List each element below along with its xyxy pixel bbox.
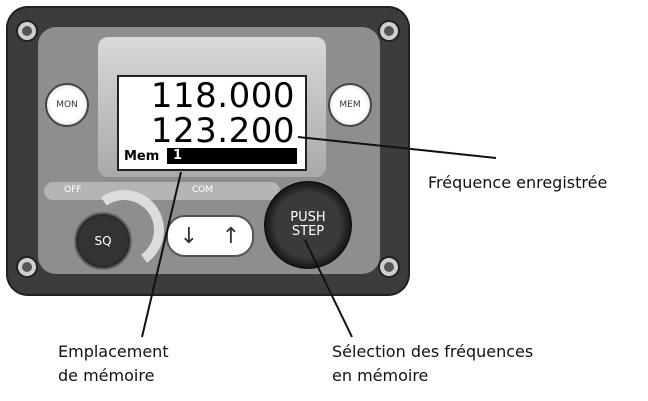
callout-frequency-selection: Sélection des fréquences en mémoire: [332, 342, 534, 385]
mon-button[interactable]: MON: [45, 83, 89, 127]
corner-screw-icon: [16, 20, 38, 42]
memory-label: Mem: [124, 149, 160, 164]
callout-line-frequency: [297, 136, 497, 159]
callout-line-frequency-selection: [304, 239, 353, 338]
mem-button[interactable]: MEM: [328, 83, 372, 127]
arrow-up-icon[interactable]: ↑: [221, 223, 241, 249]
mode-label-band: [44, 182, 280, 200]
com-label: COM: [192, 185, 214, 195]
squelch-knob[interactable]: SQ: [74, 212, 132, 270]
step-label: STEP: [291, 224, 325, 239]
callout-memory-slot: Emplacement de mémoire: [58, 342, 169, 385]
lcd-display: 118.000 123.200 Mem 1: [117, 75, 307, 171]
corner-screw-icon: [378, 256, 400, 278]
arrow-down-icon[interactable]: ↓: [179, 223, 199, 249]
corner-screw-icon: [378, 20, 400, 42]
callout-frequency-saved: Fréquence enregistrée: [428, 173, 608, 192]
memory-slot-number: 1: [173, 148, 183, 163]
push-label: PUSH: [290, 210, 326, 225]
off-label: OFF: [64, 185, 82, 195]
push-step-knob[interactable]: PUSH STEP: [264, 181, 352, 269]
active-frequency: 118.000: [150, 76, 295, 116]
stored-frequency: 123.200: [150, 111, 295, 151]
callout-line-memory-slot: [141, 171, 182, 338]
arrow-rocker-switch[interactable]: ↓ ↑: [166, 215, 254, 257]
corner-screw-icon: [16, 256, 38, 278]
memory-slot-bar: 1: [167, 148, 297, 164]
